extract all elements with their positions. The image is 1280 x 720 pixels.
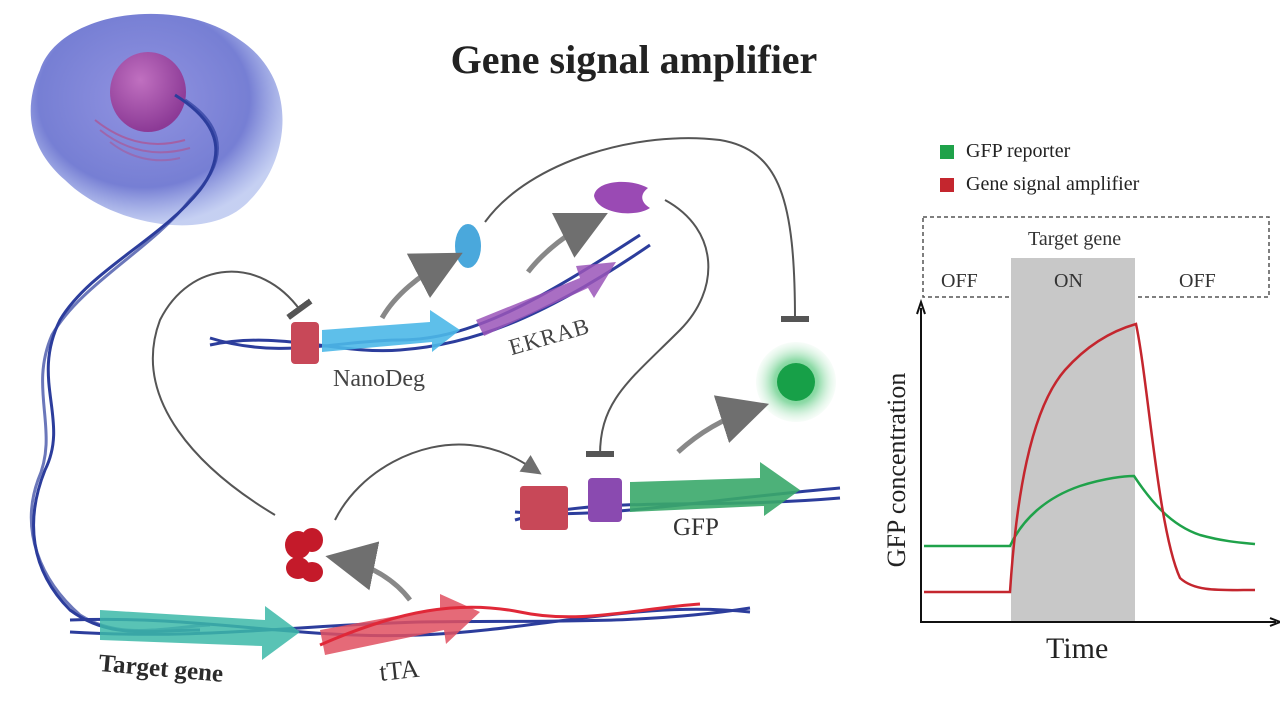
nucleus: [110, 52, 186, 132]
gfp-label: GFP: [673, 514, 719, 541]
nanodeg-arrow: [322, 310, 460, 352]
tta-protein: [285, 528, 323, 582]
tta-to-nanodeg-arc: [151, 270, 313, 516]
gfp-operator: [588, 478, 622, 522]
gfp-expression-arrow: [676, 395, 770, 454]
legend-item-gfp-reporter: GFP reporter: [940, 140, 1070, 163]
nanodeg-promoter: [291, 322, 319, 364]
ekrab-represses-gfp: [585, 199, 710, 458]
y-axis-arrowhead: [916, 298, 926, 315]
x-axis-arrowhead: [1269, 617, 1280, 627]
gfp-protein: [777, 363, 815, 401]
nanodeg-expression-arrow: [379, 252, 463, 320]
y-axis-label: GFP concentration: [882, 372, 911, 568]
target-gene-arrow: [100, 606, 300, 660]
tta-label: tTA: [378, 653, 421, 687]
nanodeg-ekrab-construct: [209, 233, 651, 364]
nanodeg-protein: [455, 224, 481, 268]
legend-item-gene-signal-amplifier: Gene signal amplifier: [940, 173, 1139, 196]
x-axis-label: Time: [1046, 632, 1109, 665]
nanodeg-label: NanoDeg: [333, 366, 425, 392]
gfp-reporter-line: [924, 474, 1256, 548]
ekrab-arrow: [476, 262, 616, 336]
ekrab-protein: [594, 181, 650, 214]
phase-off-before: OFF: [941, 270, 978, 292]
phase-box-header: Target gene: [1028, 228, 1122, 250]
legend-label: GFP reporter: [966, 140, 1071, 162]
phase-off-after: OFF: [1179, 270, 1216, 292]
cell-illustration: [30, 13, 283, 226]
gfp-arrow: [630, 462, 800, 516]
gfp-construct: [514, 462, 841, 530]
ekrab-expression-arrow: [526, 213, 608, 274]
on-phase-shading: [1011, 258, 1135, 622]
figure-title: Gene signal amplifier: [450, 37, 818, 82]
tta-expression-arrow: [325, 541, 412, 602]
legend-label: Gene signal amplifier: [966, 173, 1140, 195]
nanodeg-degrades-gfp: [484, 137, 810, 323]
gene-signal-amplifier-line: [924, 322, 1256, 594]
bottom-dna-construct: [69, 594, 751, 660]
chromosome-dna: [29, 93, 219, 634]
gfp-promoter: [520, 486, 568, 530]
phase-on: ON: [1054, 270, 1083, 292]
legend-swatch-green: [940, 144, 954, 159]
tta-activates-gfp: [334, 443, 542, 521]
chart-axes: [920, 308, 1276, 623]
legend-swatch-red: [940, 177, 954, 192]
